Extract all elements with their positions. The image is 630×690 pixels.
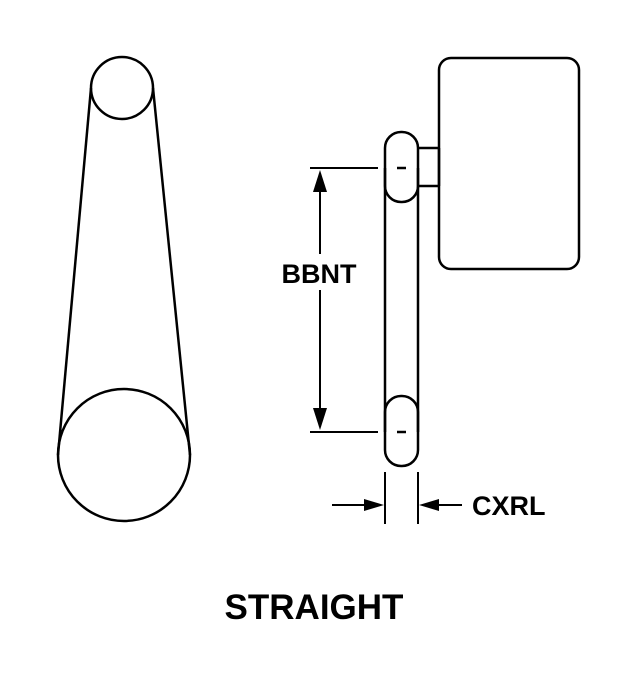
small-pulley — [89, 55, 155, 121]
center-distance-label: BBNT — [282, 259, 357, 289]
belt-width-label: CXRL — [472, 491, 546, 521]
top-pulley-edge — [383, 130, 420, 204]
label-background — [270, 254, 368, 290]
center-distance-dimension — [310, 167, 378, 433]
large-pulley — [56, 387, 192, 523]
side-view — [383, 56, 581, 468]
belt-left-side — [56, 87, 93, 456]
arrowhead-down — [313, 408, 327, 430]
width-arrowhead-right — [419, 499, 439, 511]
front-view — [56, 55, 192, 523]
motor-housing — [437, 56, 581, 271]
belt-right-side — [151, 87, 192, 456]
arrowhead-up — [313, 170, 327, 192]
belt-type-title: STRAIGHT — [225, 588, 404, 627]
width-arrowhead-left — [364, 499, 384, 511]
belt-width-dimension — [332, 472, 462, 524]
